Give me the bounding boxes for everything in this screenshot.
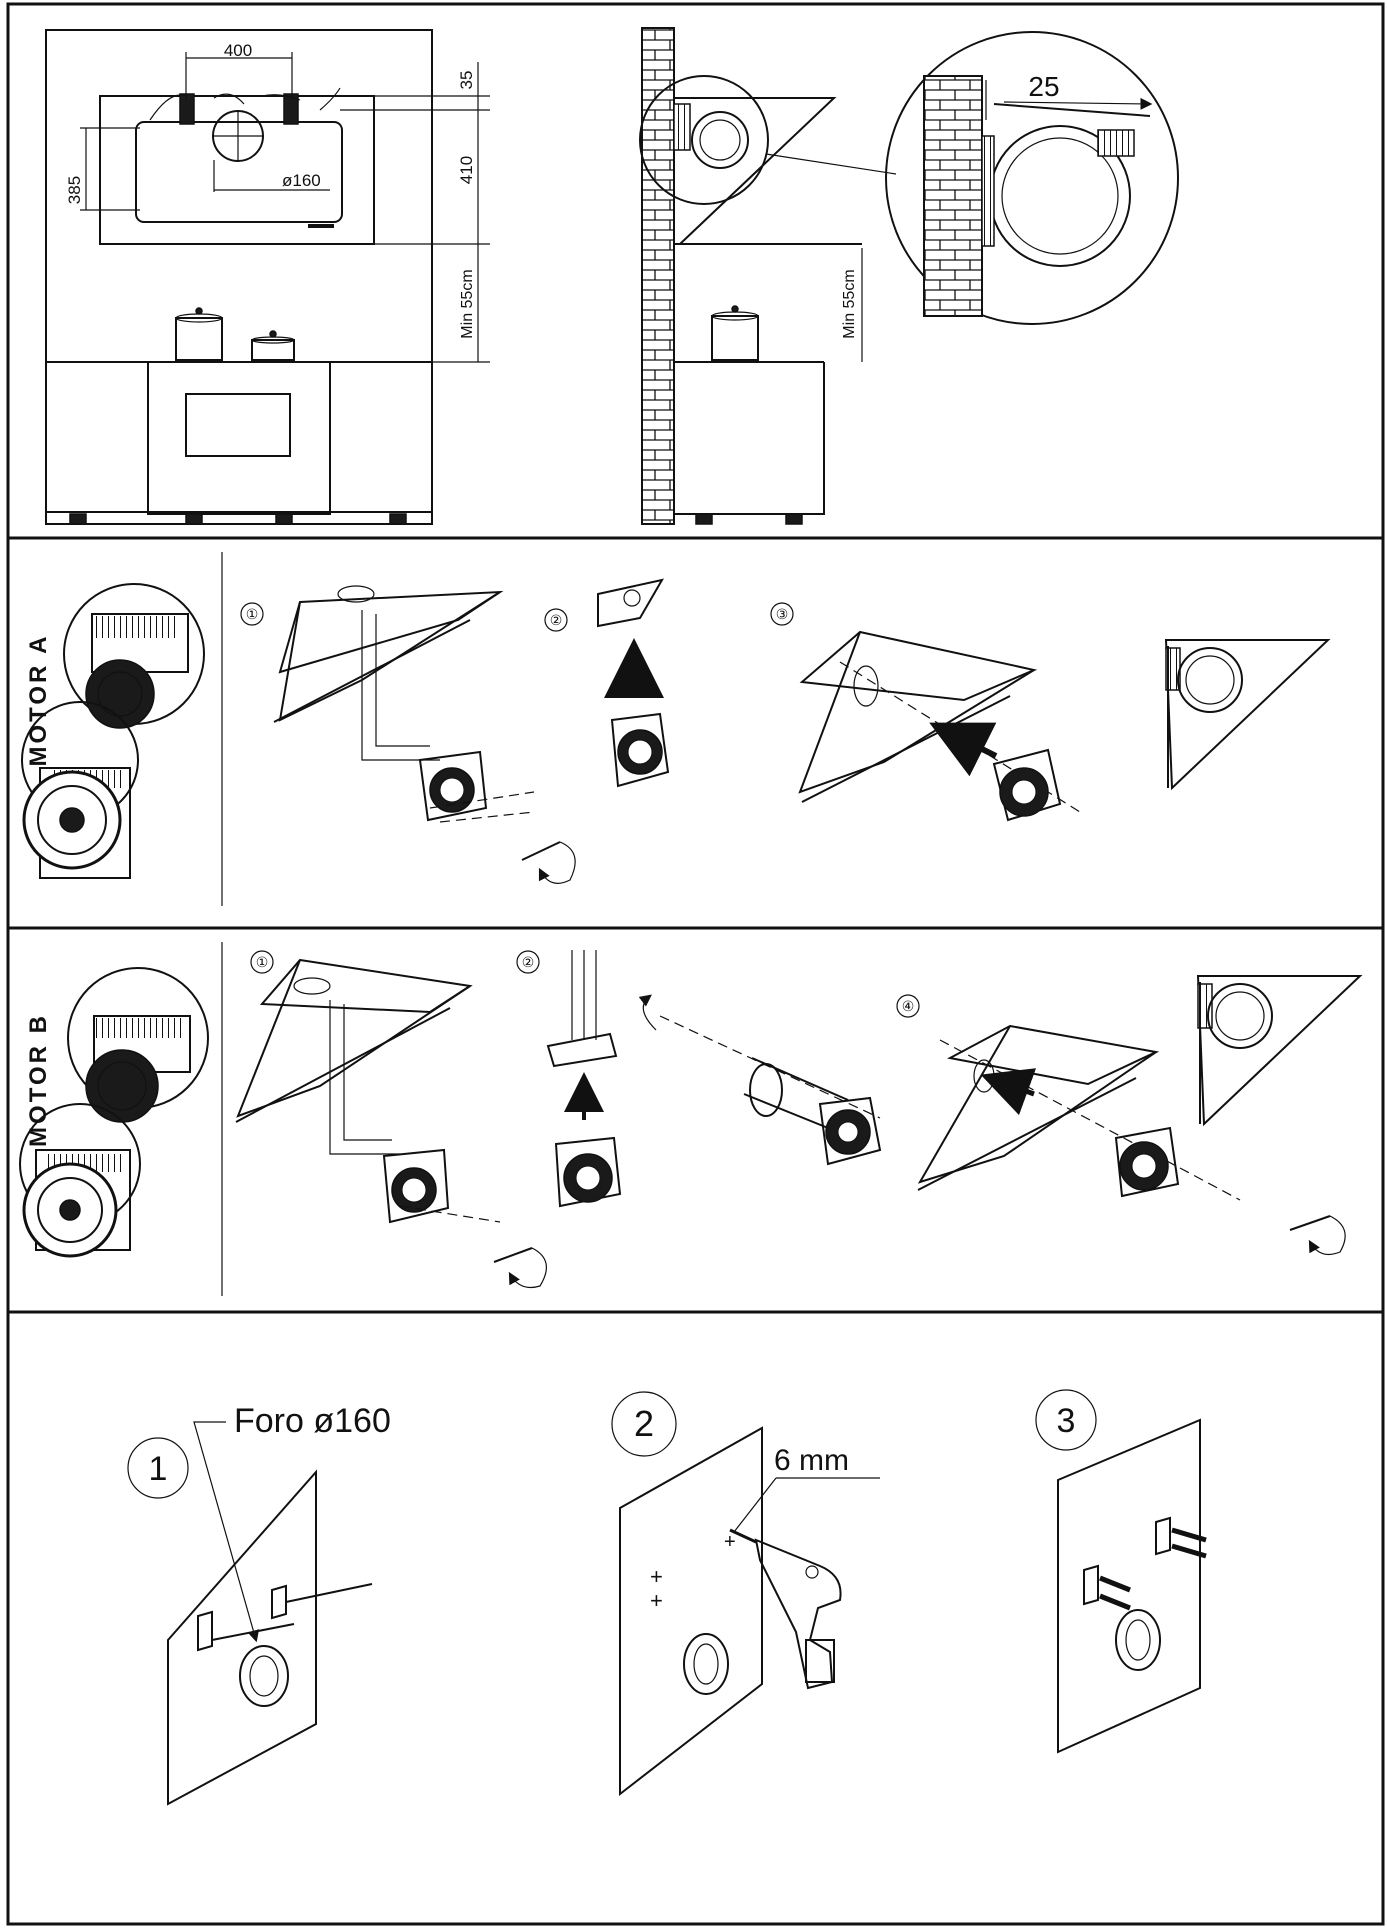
motor-b-result (1196, 975, 1363, 1127)
screwdriver-icon (521, 841, 561, 861)
brick-wall-icon (641, 27, 675, 525)
svg-text:+: + (724, 1531, 736, 1553)
svg-text:+: + (650, 1564, 663, 1589)
motor-b-step-4-number: ④ (902, 998, 915, 1014)
motor-b-thumbnails (19, 967, 209, 1258)
screw-icon (1099, 1527, 1207, 1611)
wall-step-3 (1035, 1389, 1207, 1754)
motor-b-step-1 (235, 950, 547, 1289)
wall-bracket-icon (197, 1610, 213, 1652)
motor-a-step-3-number: ③ (776, 606, 789, 622)
wall-step-2: + + + (611, 1391, 880, 1797)
dim-400: 400 (224, 41, 252, 60)
wall-step-2-number: 2 (634, 1403, 654, 1444)
motor-a-thumbnails (21, 583, 205, 879)
side-view-drawing (639, 27, 1179, 525)
wall-step-1-number: 1 (149, 1450, 168, 1488)
motor-a-result (1164, 639, 1331, 791)
motor-a-step-3 (770, 602, 1081, 822)
motor-a-step-1-number: ① (246, 606, 259, 622)
dim-duct-diameter: ø160 (282, 171, 321, 190)
motor-b-step-1-number: ① (256, 954, 269, 970)
motor-b-step-4 (896, 994, 1346, 1255)
motor-b-step-2-number: ② (522, 954, 535, 970)
wall-step-1 (127, 1421, 373, 1806)
dim-min-55cm-front: Min 55cm (459, 269, 476, 338)
motor-a-step-1 (240, 585, 576, 884)
motor-a-step-2-number: ② (550, 612, 563, 628)
outer-frame (6, 2, 1385, 1926)
motor-a-label: MOTOR A (25, 634, 52, 767)
wall-step-3-number: 3 (1057, 1402, 1076, 1440)
dim-wall-gap: 25 (1028, 71, 1059, 102)
motor-a-step-2 (544, 578, 670, 788)
drill-size-label: 6 mm (774, 1444, 849, 1477)
dim-410: 410 (457, 156, 476, 184)
dim-35: 35 (457, 71, 476, 90)
dim-min-55cm-side: Min 55cm (841, 269, 858, 338)
svg-text:+: + (650, 1588, 663, 1613)
hole-label: Foro ø160 (234, 1402, 391, 1440)
motor-b-step-2 (516, 950, 882, 1208)
front-view-drawing (45, 29, 490, 525)
motor-b-label: MOTOR B (25, 1013, 52, 1147)
dim-385: 385 (65, 176, 84, 204)
drill-icon (729, 1528, 842, 1690)
